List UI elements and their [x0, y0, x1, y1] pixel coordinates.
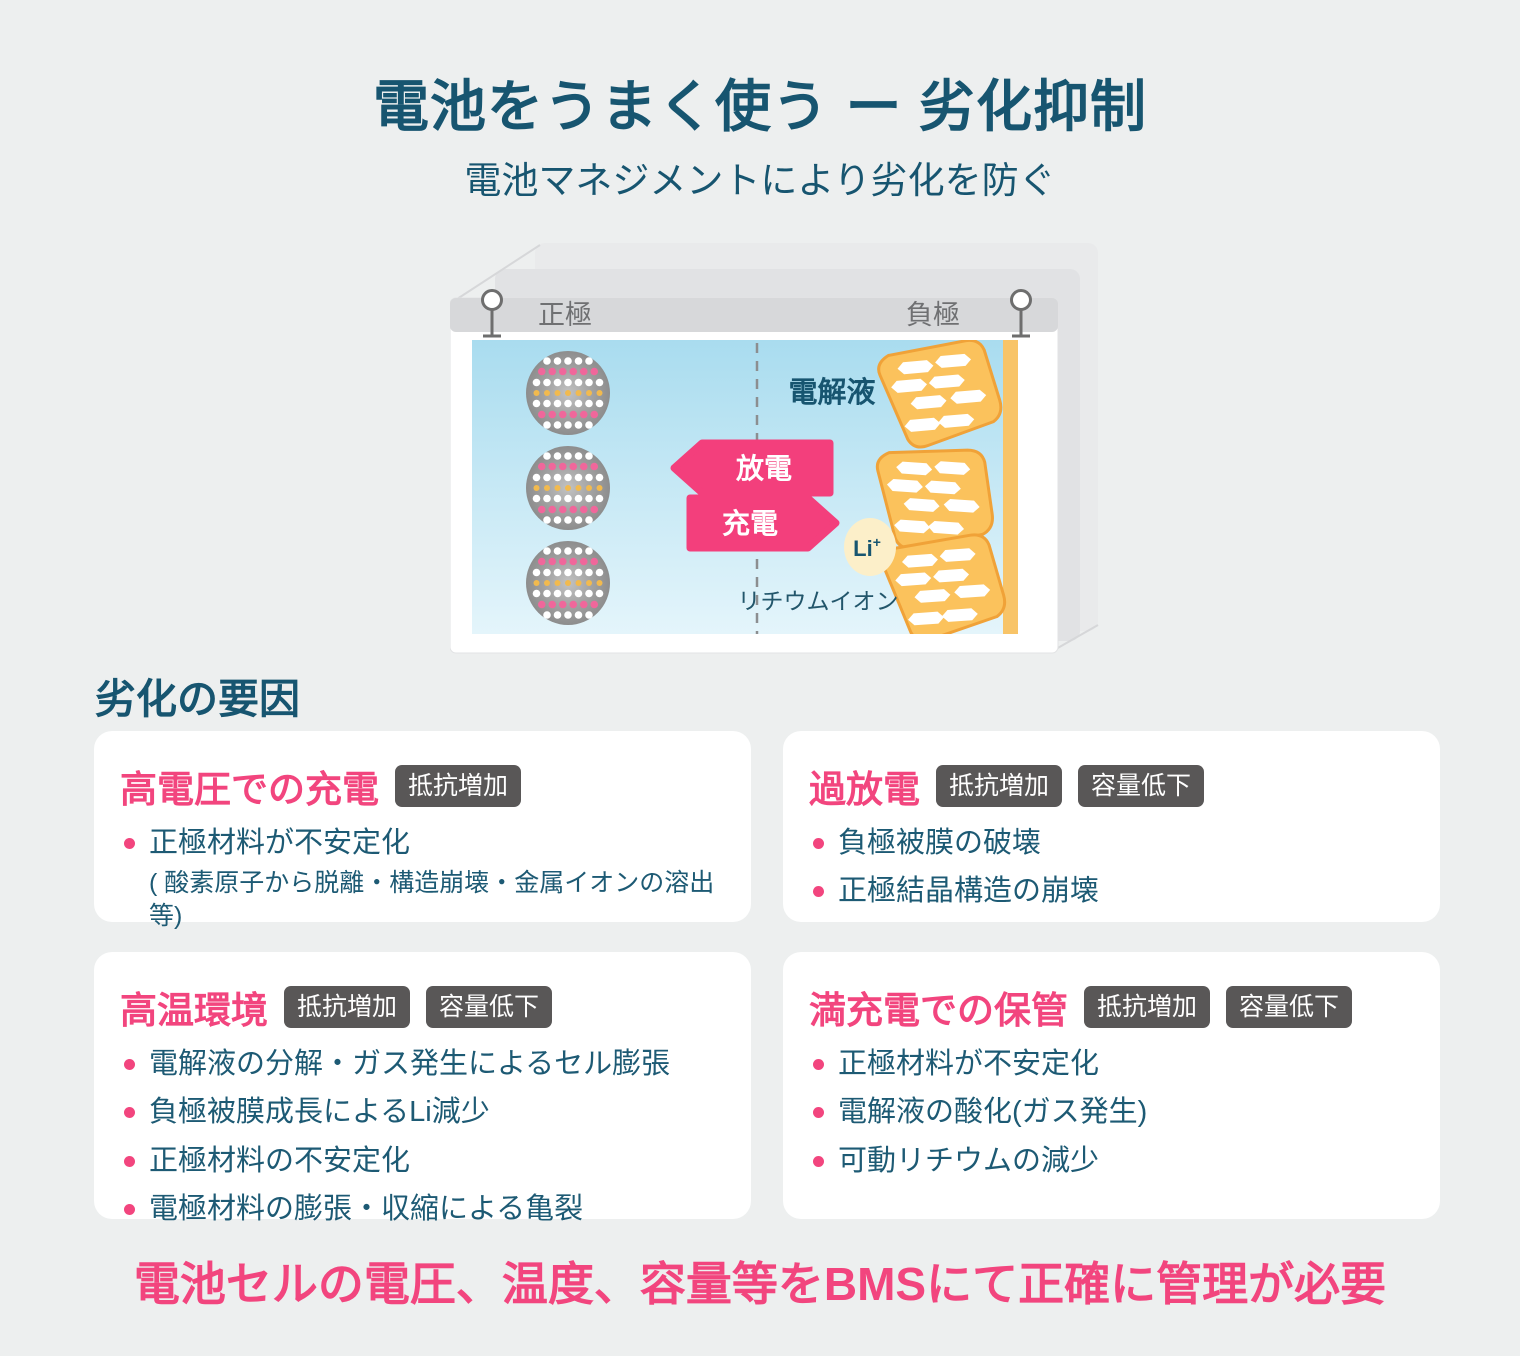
positive-electrode-particle	[526, 541, 610, 625]
bullet-text: 電極材料の膨張・収縮による亀裂	[149, 1192, 584, 1225]
lithium-ion-label: リチウムイオン	[738, 588, 899, 614]
positive-electrode-particle	[526, 351, 610, 435]
bullet-item: 正極材料が不安定化	[120, 825, 721, 861]
badge-capacity-decrease: 容量低下	[426, 985, 553, 1029]
battery-top-band	[450, 298, 1058, 332]
bullet-text: 正極材料が不安定化	[149, 827, 411, 859]
badge-resistance-increase: 抵抗増加	[284, 985, 411, 1029]
page-subtitle: 電池マネジメントにより劣化を防ぐ	[464, 160, 1056, 201]
bullet-dot	[124, 1059, 135, 1070]
page-title: 電池をうまく使う ー 劣化抑制	[372, 75, 1148, 138]
badge-capacity-decrease: 容量低下	[1226, 985, 1353, 1029]
lithium-ion-symbol: Li+	[853, 534, 881, 561]
card-full-charge-storage: 満充電での保管 抵抗増加 容量低下 正極材料が不安定化 電解液の酸化(ガス発生)…	[783, 952, 1440, 1219]
bullet-dot	[813, 1107, 824, 1119]
bullet-text: 正極材料が不安定化	[838, 1048, 1100, 1080]
card-title: 過放電	[809, 769, 920, 810]
bullet-text: 電解液の分解・ガス発生によるセル膨張	[149, 1048, 671, 1080]
bullet-text: 負極被膜成長によるLi減少	[149, 1096, 490, 1129]
bullet-text: 正極材料の不安定化	[149, 1144, 411, 1177]
bullet-item: 正極材料が不安定化	[809, 1046, 1410, 1082]
bullet-item: 可動リチウムの減少	[809, 1143, 1410, 1179]
badge-resistance-increase: 抵抗増加	[1084, 985, 1211, 1029]
bullet-dot	[813, 838, 824, 849]
bullet-dot	[124, 838, 135, 849]
badge-resistance-increase: 抵抗増加	[395, 764, 522, 808]
badge-capacity-decrease: 容量低下	[1078, 764, 1205, 808]
lithium-ion-badge	[844, 518, 896, 576]
bullet-text: 正極結晶構造の崩壊	[838, 875, 1100, 908]
bullet-item: 電解液の分解・ガス発生によるセル膨張	[120, 1046, 721, 1082]
bullet-dot	[813, 1059, 824, 1070]
bullet-item: 電解液の酸化(ガス発生)	[809, 1094, 1410, 1130]
bullet-item: 負極被膜成長によるLi減少	[120, 1094, 721, 1130]
discharge-arrow: 放電	[670, 439, 834, 497]
positive-electrode-particle	[526, 446, 610, 530]
battery-cell-diagram: 正極 負極 電解液 放電	[450, 243, 1099, 654]
bullet-text: 電解液の酸化(ガス発生)	[838, 1096, 1148, 1129]
bullet-note: ( 酸素原子から脱離・構造崩壊・金属イオンの溶出等)	[149, 869, 715, 930]
bullet-dot	[124, 1203, 135, 1215]
bullet-item: 正極結晶構造の崩壊	[809, 873, 1410, 909]
negative-terminal-icon	[1010, 289, 1032, 338]
card-high-voltage-charging: 高電圧での充電 抵抗増加 正極材料が不安定化 ( 酸素原子から脱離・構造崩壊・金…	[94, 731, 751, 930]
bullet-text: 負極被膜の破壊	[838, 827, 1042, 859]
card-high-temperature: 高温環境 抵抗増加 容量低下 電解液の分解・ガス発生によるセル膨張 負極被膜成長…	[94, 952, 751, 1225]
badge-resistance-increase: 抵抗増加	[936, 764, 1063, 808]
section-heading: 劣化の要因	[95, 676, 300, 722]
bullet-dot	[124, 1107, 135, 1119]
electrolyte-label: 電解液	[788, 376, 875, 409]
bullet-dot	[813, 886, 824, 898]
charge-arrow: 充電	[686, 494, 840, 552]
bullet-text: 可動リチウムの減少	[838, 1144, 1100, 1177]
bullet-dot	[813, 1155, 824, 1167]
bullet-item: 負極被膜の破壊	[809, 825, 1410, 861]
negative-current-collector	[1003, 340, 1018, 634]
discharge-arrow-label: 放電	[735, 452, 792, 484]
footer-statement: 電池セルの電圧、温度、容量等をBMSにて正確に管理が必要	[133, 1258, 1387, 1310]
card-title: 高温環境	[120, 990, 268, 1031]
bullet-item: 電極材料の膨張・収縮による亀裂	[120, 1191, 721, 1227]
positive-electrode-label: 正極	[538, 300, 592, 330]
negative-electrode-label: 負極	[906, 300, 960, 330]
card-overdischarge: 過放電 抵抗増加 容量低下 負極被膜の破壊 正極結晶構造の崩壊	[783, 731, 1440, 922]
bullet-dot	[124, 1155, 135, 1167]
card-title: 高電圧での充電	[120, 769, 379, 810]
bullet-item: 正極材料の不安定化	[120, 1143, 721, 1179]
positive-terminal-icon	[481, 289, 503, 338]
card-title: 満充電での保管	[809, 990, 1068, 1031]
charge-arrow-label: 充電	[722, 507, 778, 539]
